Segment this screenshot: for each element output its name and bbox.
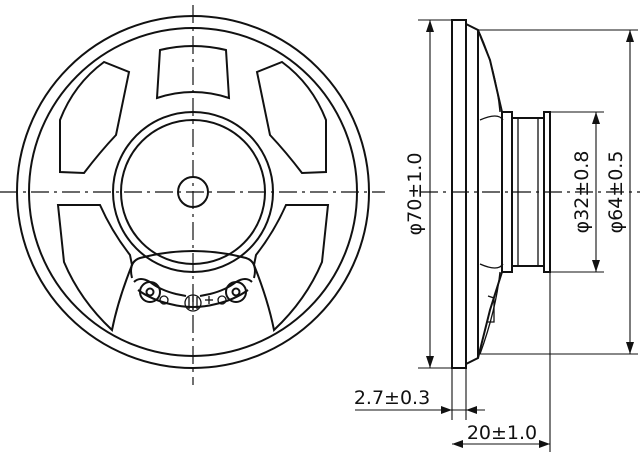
- basket-arc-upper: [479, 115, 504, 121]
- terminal-tab: [487, 295, 495, 323]
- terminal-right-inner: [231, 287, 241, 297]
- window-top: [155, 45, 231, 100]
- terminal-left-outer: [139, 281, 161, 303]
- window-left: [59, 60, 131, 175]
- outer-diameter-label: φ70±1.0: [404, 153, 426, 236]
- dimension-lines: [355, 19, 638, 452]
- overall-depth-label: 20±1.0: [467, 422, 537, 444]
- window-right: [255, 60, 327, 175]
- front-view: [0, 5, 385, 385]
- terminal-left-pad: [159, 295, 169, 305]
- terminal-left-inner: [145, 287, 155, 297]
- rivet-circle: [184, 294, 202, 312]
- basket-arc-lower: [479, 263, 504, 269]
- frame-step: [465, 23, 479, 365]
- flange-thickness-label: 2.7±0.3: [354, 387, 430, 409]
- cone-outer-circle: [112, 111, 274, 273]
- window-bottom-right: [252, 204, 330, 332]
- basket-inner-lower: [479, 271, 501, 355]
- frame-flange: [451, 19, 467, 369]
- magnet-diameter-label: φ32±0.8: [571, 151, 593, 234]
- cone-inner-circle: [120, 119, 266, 265]
- terminal-right-pad: [217, 295, 227, 305]
- window-bottom-left: [56, 204, 134, 332]
- outer-rim-circle: [16, 15, 370, 369]
- dust-cap-circle: [177, 176, 209, 208]
- side-view: [420, 19, 640, 369]
- magnet-back-plate: [543, 111, 551, 273]
- mounting-diameter-label: φ64±0.5: [605, 151, 627, 234]
- basket-inner-upper: [479, 33, 501, 113]
- inner-rim-circle: [28, 27, 358, 357]
- terminal-board: [130, 250, 256, 312]
- terminal-right-outer: [225, 281, 247, 303]
